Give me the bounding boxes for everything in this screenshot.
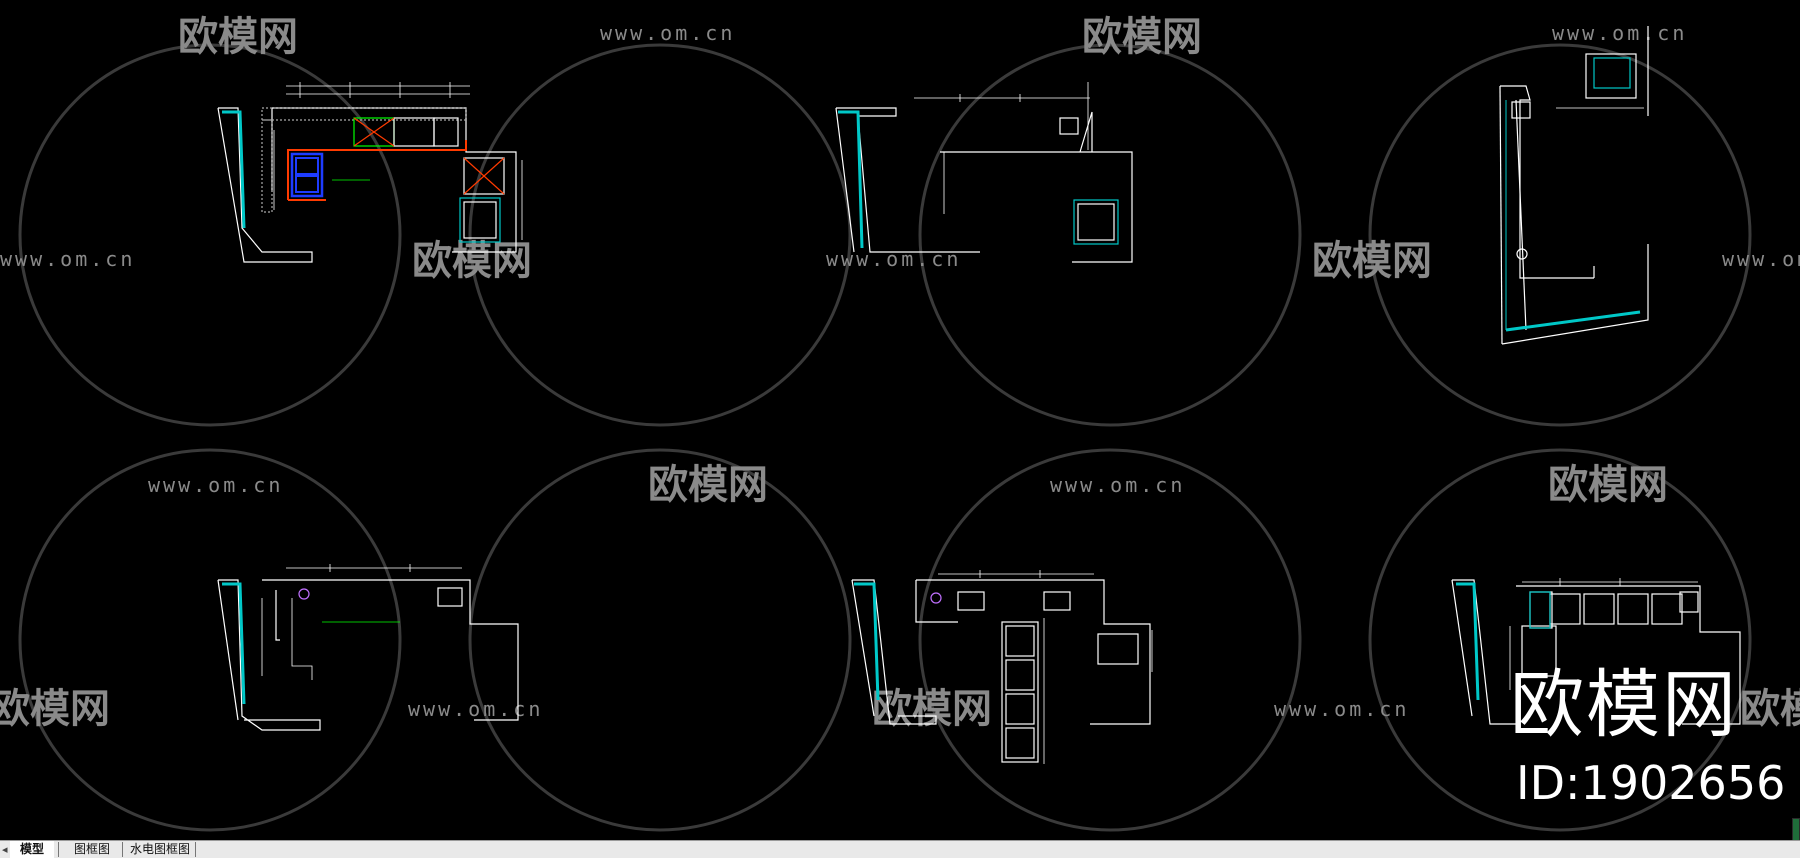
watermark-arcs — [18, 43, 1752, 832]
watermark-brand: 欧模网 — [648, 462, 768, 508]
tab-layout-plumbing-frame[interactable]: 水电图框图 — [129, 842, 190, 856]
watermark-brand: 欧模网 — [872, 686, 992, 732]
tab-divider — [122, 842, 123, 857]
watermark-brand: 欧模网 — [412, 238, 532, 284]
tab-divider — [58, 842, 59, 857]
watermark-brand: 欧模网 — [0, 686, 110, 732]
kitchen-plan-4[interactable] — [217, 567, 519, 731]
watermark-url: www.om.cn — [1722, 247, 1800, 271]
watermark-url: www.om.cn — [600, 21, 735, 45]
watermark-stamp-id: ID:1902656 — [1516, 756, 1786, 810]
dimension-ticks — [299, 82, 1621, 586]
vertical-scrollbar[interactable] — [1792, 818, 1800, 842]
kitchen-plan-5[interactable] — [851, 573, 1153, 764]
watermark-brand: 欧模网 — [1312, 238, 1432, 284]
kitchen-plan-1[interactable] — [217, 85, 523, 263]
watermark-url: www.om.cn — [1050, 473, 1185, 497]
cad-model-space[interactable]: 欧模网 www.om.cn 欧模网 www.om.cn www.om.cn 欧模… — [0, 0, 1800, 840]
tab-model[interactable]: 模型 — [10, 841, 54, 858]
watermark-url: www.om.cn — [148, 473, 283, 497]
watermark-url: www.om.cn — [408, 697, 543, 721]
tab-scroll-left-icon[interactable]: ◂ — [2, 843, 8, 856]
watermark-layer: 欧模网 www.om.cn 欧模网 www.om.cn www.om.cn 欧模… — [0, 14, 1800, 732]
kitchen-plan-3[interactable] — [1499, 26, 1649, 345]
watermark-brand: 欧模网 — [1740, 686, 1800, 732]
kitchen-plan-6[interactable] — [1451, 579, 1741, 725]
tab-layout-frame[interactable]: 图框图 — [73, 842, 110, 856]
watermark-url: www.om.cn — [0, 247, 135, 271]
layout-tab-bar: ◂ 模型 图框图 水电图框图 — [0, 840, 1800, 858]
kitchen-plan-2[interactable] — [835, 82, 1133, 263]
watermark-url: www.om.cn — [1552, 21, 1687, 45]
watermark-url: www.om.cn — [826, 247, 961, 271]
tab-divider — [195, 842, 196, 857]
watermark-url: www.om.cn — [1274, 697, 1409, 721]
watermark-stamp-brand: 欧模网 — [1510, 662, 1738, 748]
watermark-brand: 欧模网 — [1082, 14, 1202, 60]
watermark-brand: 欧模网 — [1548, 462, 1668, 508]
watermark-brand: 欧模网 — [178, 14, 298, 60]
